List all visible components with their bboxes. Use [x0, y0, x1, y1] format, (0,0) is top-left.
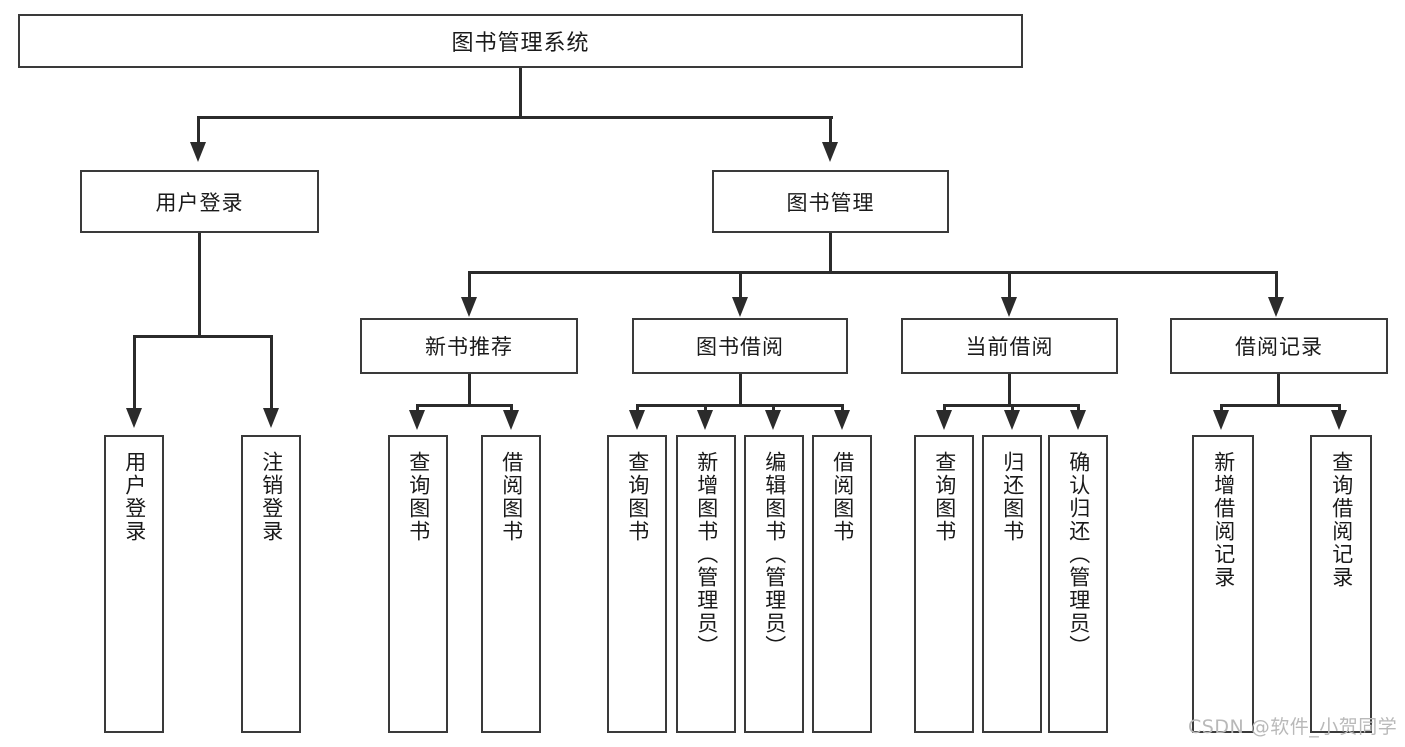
arrow-new-book-child-2 — [503, 410, 519, 430]
arrow-current-borrow-child-1 — [936, 410, 952, 430]
connector-book-borrow-child-2 — [704, 404, 707, 412]
leaf-borrow-record-add[interactable]: 新增借阅记录 — [1192, 435, 1254, 733]
connector-book-mgmt-child-1 — [468, 271, 471, 299]
connector-current-borrow-child-1 — [943, 404, 946, 412]
arrow-book-borrow-child-4 — [834, 410, 850, 430]
connector-new-book-child-2 — [510, 404, 513, 412]
connector-book-borrow-child-3 — [772, 404, 775, 412]
node-current-borrow-label: 当前借阅 — [965, 335, 1054, 359]
connector-book-mgmt-child-4 — [1275, 271, 1278, 299]
connector-book-borrow-stem — [739, 374, 742, 407]
node-root-system[interactable]: 图书管理系统 — [18, 14, 1023, 68]
leaf-book-borrow-query[interactable]: 查询图书 — [607, 435, 667, 733]
connector-book-borrow-child-1 — [636, 404, 639, 412]
node-user-login-label: 用户登录 — [155, 190, 244, 215]
arrow-book-mgmt-child-2 — [732, 297, 748, 317]
connector-user-login-stem — [198, 233, 201, 337]
leaf-book-borrow-borrow-label: 借阅图书 — [830, 451, 855, 543]
arrow-borrow-record-child-1 — [1213, 410, 1229, 430]
connector-borrow-record-child-1 — [1220, 404, 1223, 412]
leaf-user-login-login-label: 用户登录 — [122, 451, 147, 543]
leaf-user-login-logout[interactable]: 注销登录 — [241, 435, 301, 733]
leaf-book-borrow-edit-label: 编辑图书（管理员） — [762, 451, 787, 658]
leaf-book-borrow-borrow[interactable]: 借阅图书 — [812, 435, 872, 733]
arrow-current-borrow-child-3 — [1070, 410, 1086, 430]
connector-user-login-child-1 — [133, 335, 136, 410]
node-book-management[interactable]: 图书管理 — [712, 170, 949, 233]
connector-user-login-bar — [133, 335, 273, 338]
node-root-label: 图书管理系统 — [451, 31, 590, 56]
connector-new-book-bar — [416, 404, 513, 407]
leaf-new-book-borrow-label: 借阅图书 — [499, 451, 524, 543]
leaf-user-login-login[interactable]: 用户登录 — [104, 435, 164, 733]
arrow-user-login-child-1 — [126, 408, 142, 428]
connector-current-borrow-child-2 — [1011, 404, 1014, 412]
node-new-book-recommend[interactable]: 新书推荐 — [360, 318, 578, 374]
arrow-book-borrow-child-3 — [765, 410, 781, 430]
connector-book-mgmt-stem — [829, 233, 832, 273]
leaf-current-borrow-query[interactable]: 查询图书 — [914, 435, 974, 733]
node-book-borrow-label: 图书借阅 — [696, 335, 784, 359]
connector-book-mgmt-child-3 — [1008, 271, 1011, 299]
arrow-borrow-record-child-2 — [1331, 410, 1347, 430]
connector-borrow-record-bar — [1220, 404, 1340, 407]
leaf-new-book-borrow[interactable]: 借阅图书 — [481, 435, 541, 733]
connector-root-stem — [519, 68, 522, 118]
node-book-borrow[interactable]: 图书借阅 — [632, 318, 848, 374]
watermark-text: CSDN @软件_小贺同学 — [1188, 716, 1398, 738]
connector-borrow-record-stem — [1277, 374, 1280, 407]
leaf-current-borrow-return-label: 归还图书 — [1000, 451, 1025, 543]
connector-borrow-record-child-2 — [1338, 404, 1341, 412]
leaf-borrow-record-add-label: 新增借阅记录 — [1211, 451, 1236, 589]
leaf-current-borrow-return[interactable]: 归还图书 — [982, 435, 1042, 733]
leaf-current-borrow-confirm-label: 确认归还（管理员） — [1066, 451, 1091, 658]
arrow-current-borrow-child-2 — [1004, 410, 1020, 430]
leaf-book-borrow-add-label: 新增图书（管理员） — [694, 451, 719, 658]
arrow-book-mgmt-child-3 — [1001, 297, 1017, 317]
connector-current-borrow-stem — [1008, 374, 1011, 407]
connector-root-to-book-mgmt — [829, 116, 832, 144]
arrow-book-mgmt-child-4 — [1268, 297, 1284, 317]
arrow-book-borrow-child-2 — [697, 410, 713, 430]
arrow-book-borrow-child-1 — [629, 410, 645, 430]
leaf-current-borrow-query-label: 查询图书 — [932, 451, 957, 543]
arrow-root-to-book-mgmt — [822, 142, 838, 162]
node-user-login[interactable]: 用户登录 — [80, 170, 319, 233]
leaf-user-login-logout-label: 注销登录 — [259, 451, 284, 543]
arrow-user-login-child-2 — [263, 408, 279, 428]
connector-root-to-user-login — [197, 116, 200, 144]
node-borrow-record[interactable]: 借阅记录 — [1170, 318, 1388, 374]
connector-root-bar — [197, 116, 833, 119]
connector-user-login-child-2 — [270, 335, 273, 410]
arrow-book-mgmt-child-1 — [461, 297, 477, 317]
node-new-book-recommend-label: 新书推荐 — [425, 335, 513, 359]
connector-book-mgmt-child-2 — [739, 271, 742, 299]
leaf-book-borrow-edit[interactable]: 编辑图书（管理员） — [744, 435, 804, 733]
leaf-book-borrow-add[interactable]: 新增图书（管理员） — [676, 435, 736, 733]
connector-book-borrow-bar — [636, 404, 844, 407]
leaf-borrow-record-query-label: 查询借阅记录 — [1329, 451, 1354, 589]
leaf-new-book-query[interactable]: 查询图书 — [388, 435, 448, 733]
connector-new-book-stem — [468, 374, 471, 407]
leaf-new-book-query-label: 查询图书 — [406, 451, 431, 543]
node-current-borrow[interactable]: 当前借阅 — [901, 318, 1118, 374]
node-book-management-label: 图书管理 — [786, 190, 875, 215]
arrow-new-book-child-1 — [409, 410, 425, 430]
leaf-borrow-record-query[interactable]: 查询借阅记录 — [1310, 435, 1372, 733]
arrow-root-to-user-login — [190, 142, 206, 162]
connector-book-mgmt-bar — [468, 271, 1278, 274]
leaf-current-borrow-confirm[interactable]: 确认归还（管理员） — [1048, 435, 1108, 733]
connector-current-borrow-child-3 — [1077, 404, 1080, 412]
leaf-book-borrow-query-label: 查询图书 — [625, 451, 650, 543]
connector-new-book-child-1 — [416, 404, 419, 412]
connector-book-borrow-child-4 — [841, 404, 844, 412]
node-borrow-record-label: 借阅记录 — [1235, 335, 1323, 359]
